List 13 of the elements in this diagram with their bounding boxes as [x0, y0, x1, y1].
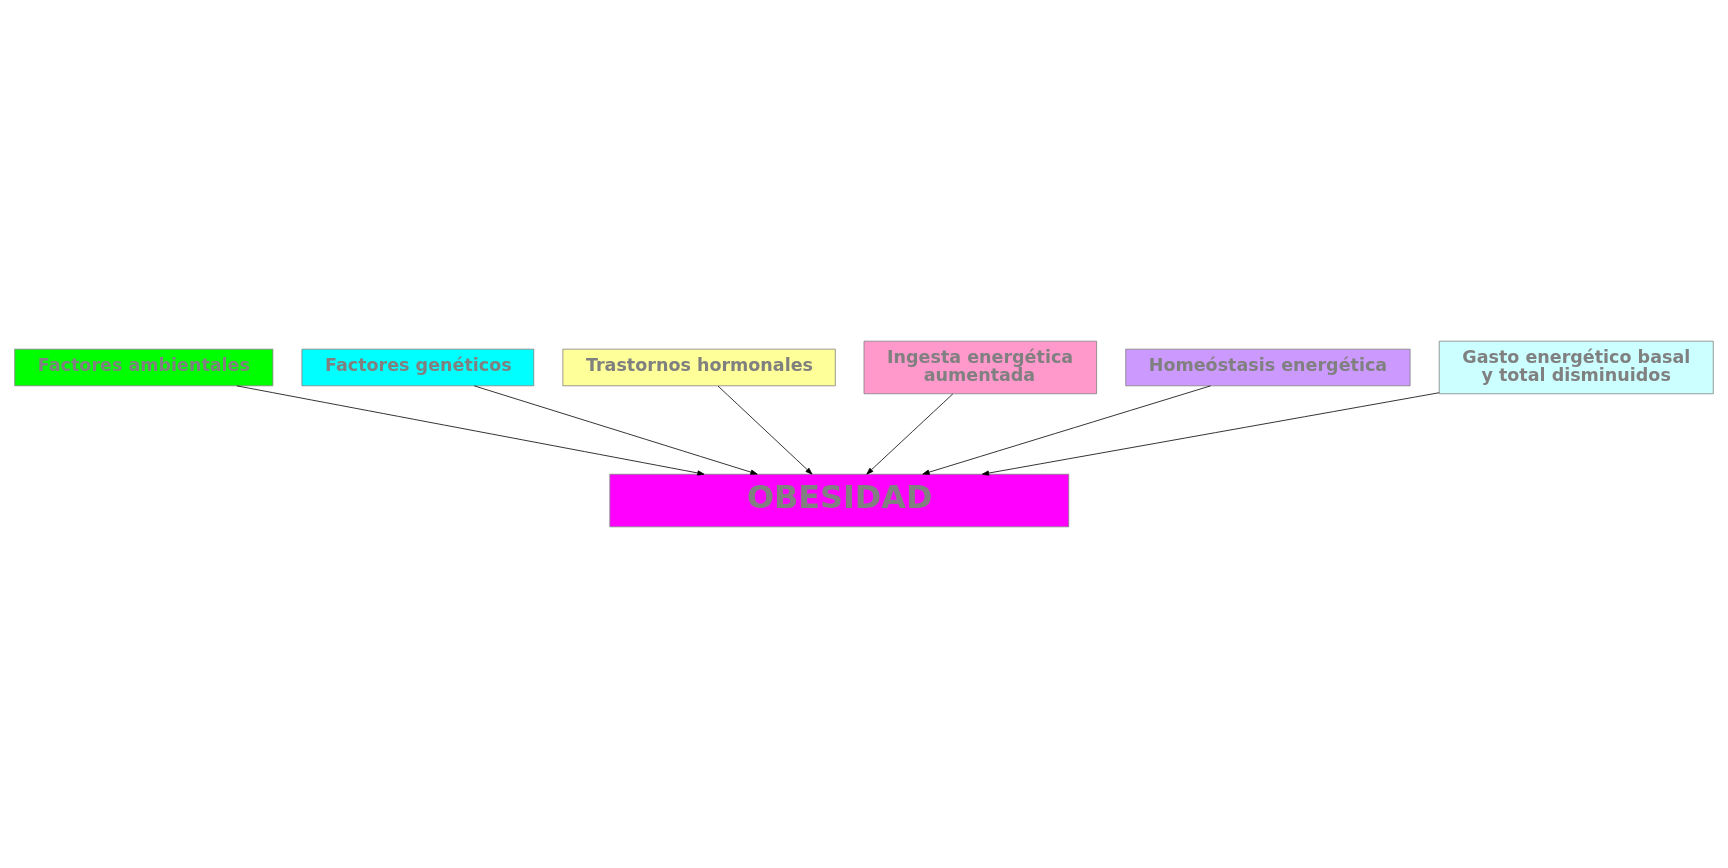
arrow: [473, 385, 758, 475]
arrow: [981, 392, 1440, 476]
node-box: Factores genéticos: [301, 348, 535, 387]
node-box: OBESIDAD: [609, 473, 1070, 528]
arrow: [866, 393, 954, 475]
arrow: [236, 385, 705, 476]
node-box: Ingesta energética aumentada: [863, 340, 1098, 395]
node-box: Trastornos hormonales: [562, 348, 836, 387]
node-box: Gasto energético basal y total disminuidos: [1438, 340, 1714, 395]
node-box: Factores ambientales: [14, 348, 274, 387]
node-box: Homeóstasis energética: [1125, 348, 1411, 387]
arrow: [922, 385, 1211, 475]
arrow: [717, 385, 813, 475]
